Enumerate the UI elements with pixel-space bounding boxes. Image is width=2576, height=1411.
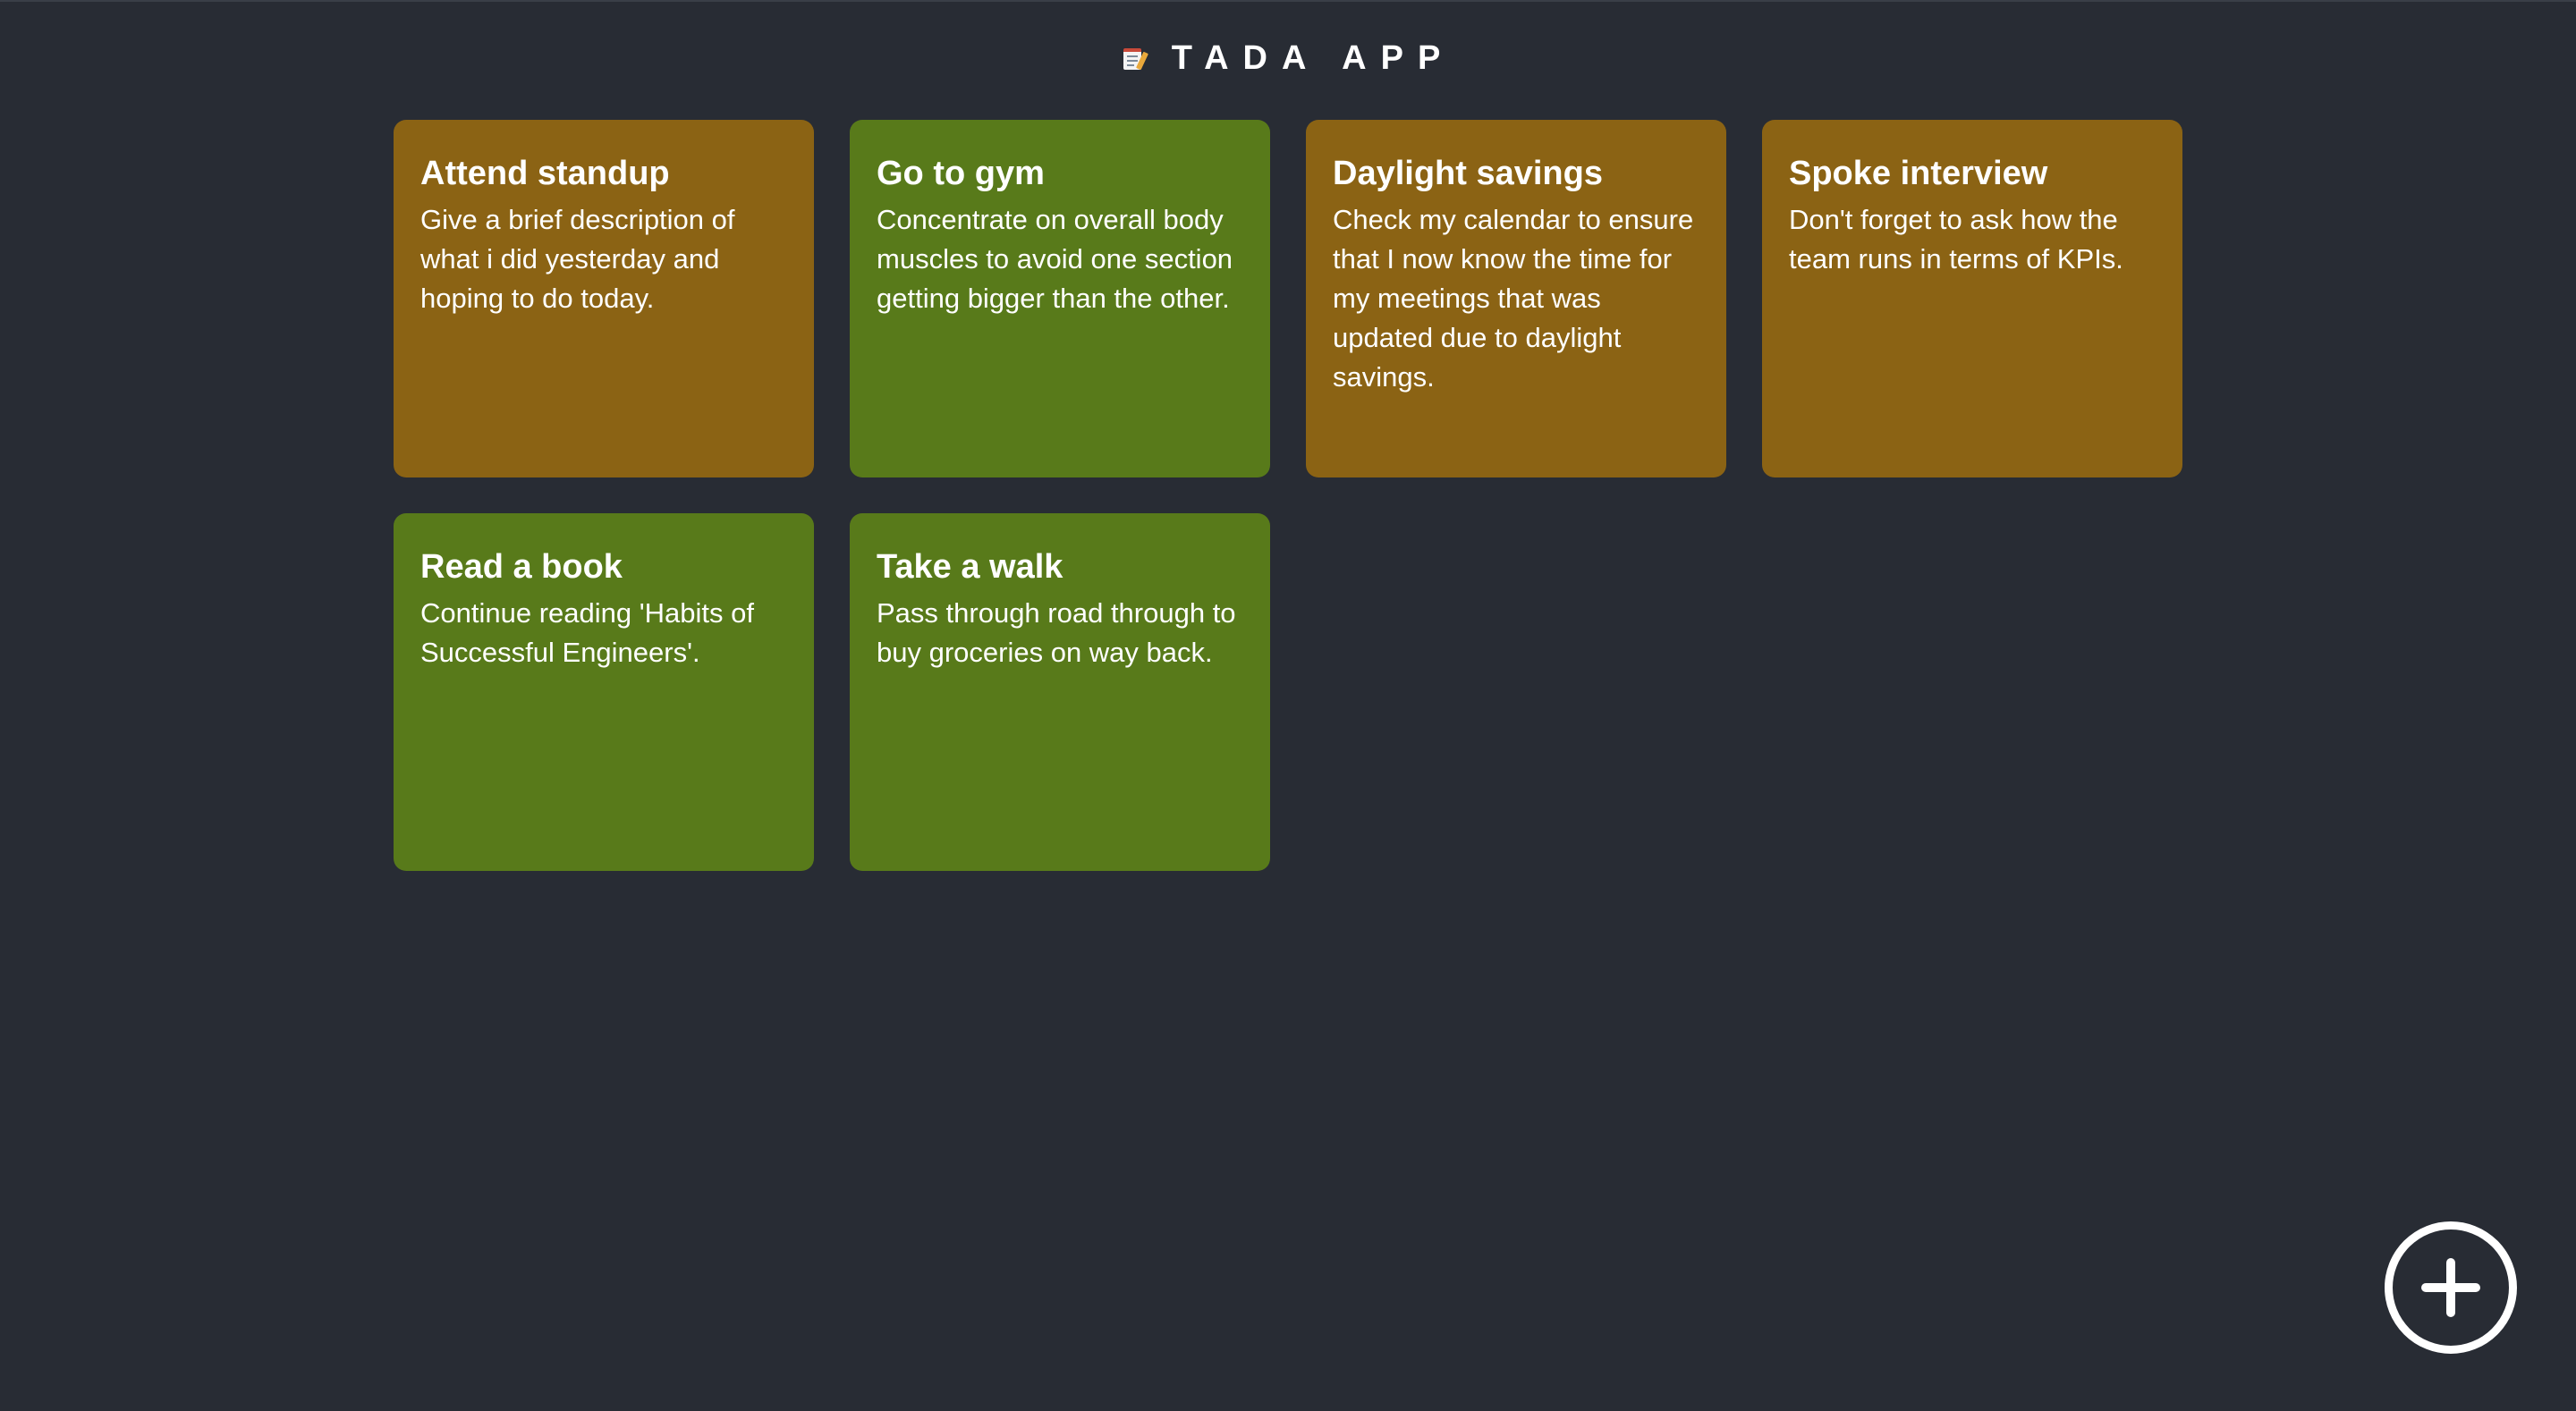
note-description: Give a brief description of what i did y… — [420, 204, 735, 314]
note-card[interactable]: Go to gym Concentrate on overall body mu… — [850, 120, 1270, 477]
note-title: Read a book — [420, 548, 623, 586]
note-title: Attend standup — [420, 155, 670, 192]
note-title: Daylight savings — [1333, 155, 1603, 192]
note-title: Take a walk — [877, 548, 1063, 586]
note-card[interactable]: Attend standup Give a brief description … — [394, 120, 814, 477]
app-header: TADA APP — [0, 34, 2576, 82]
app-title: TADA APP — [1171, 38, 1455, 77]
note-card[interactable]: Spoke interview Don't forget to ask how … — [1762, 120, 2182, 477]
note-card[interactable]: Read a book Continue reading 'Habits of … — [394, 513, 814, 871]
note-description: Pass through road through to buy groceri… — [877, 597, 1236, 668]
notes-grid: Attend standup Give a brief description … — [394, 120, 2182, 871]
note-description: Check my calendar to ensure that I now k… — [1333, 204, 1694, 393]
note-description: Continue reading 'Habits of Successful E… — [420, 597, 754, 668]
note-description: Don't forget to ask how the team runs in… — [1789, 204, 2123, 275]
note-title: Spoke interview — [1789, 155, 2048, 192]
note-card[interactable]: Take a walk Pass through road through to… — [850, 513, 1270, 871]
memo-icon — [1122, 45, 1148, 72]
note-card[interactable]: Daylight savings Check my calendar to en… — [1306, 120, 1726, 477]
note-description: Concentrate on overall body muscles to a… — [877, 204, 1233, 314]
top-border — [0, 0, 2576, 2]
note-title: Go to gym — [877, 155, 1045, 192]
add-note-button[interactable] — [2385, 1221, 2517, 1354]
